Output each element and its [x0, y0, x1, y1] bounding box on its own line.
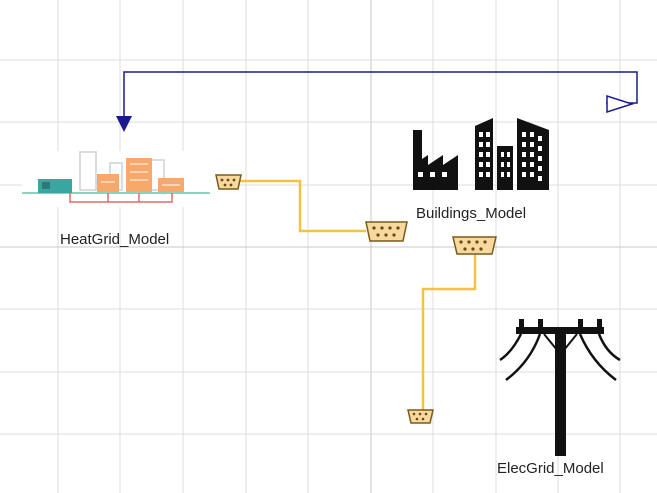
- elecgrid-model-icon[interactable]: [499, 319, 621, 456]
- heatgrid-port-connector[interactable]: [215, 174, 242, 190]
- heat-connection[interactable]: [239, 179, 366, 233]
- signal-output-arrow-icon[interactable]: [606, 94, 635, 114]
- heatgrid-model-label: HeatGrid_Model: [60, 231, 170, 248]
- elecgrid-model-label: ElecGrid_Model: [497, 460, 604, 477]
- buildings-model-label: Buildings_Model: [416, 205, 527, 222]
- buildings-elec-port-connector[interactable]: [452, 236, 497, 255]
- signal-input-arrow-icon: [116, 116, 132, 132]
- signal-connection[interactable]: [116, 71, 638, 132]
- heatgrid-model-icon[interactable]: [22, 151, 217, 207]
- buildings-heat-port-connector[interactable]: [365, 221, 408, 242]
- elec-connection[interactable]: [421, 252, 477, 410]
- elecgrid-port-connector[interactable]: [407, 409, 434, 424]
- buildings-model-icon[interactable]: [413, 118, 549, 190]
